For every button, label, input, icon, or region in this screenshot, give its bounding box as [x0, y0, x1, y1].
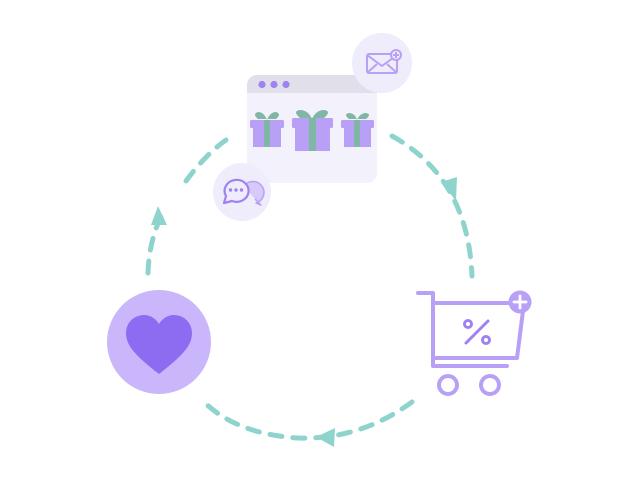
cycle-arrow-icon [441, 177, 457, 201]
cycle-arrows [151, 177, 457, 447]
heart-icon [126, 315, 192, 374]
cycle-segment-heart-to-chat [145, 205, 168, 276]
cycle-segment-cart-to-heart [200, 398, 415, 441]
browser-window-icon [247, 75, 377, 183]
chat-bubbles-icon [222, 178, 265, 206]
plus-badge-icon [508, 290, 532, 314]
cycle-arrow-icon [316, 428, 335, 447]
cycle-arrow-icon [151, 206, 167, 225]
percent-icon [463, 319, 491, 345]
email-badge [352, 33, 412, 93]
heart-badge [107, 290, 211, 394]
cycle-segment-chat-to-window [183, 137, 229, 184]
gift-icon [250, 112, 284, 147]
cycle-segment-window-to-cart [389, 133, 475, 279]
gift-icon [292, 110, 333, 151]
gift-icon [341, 113, 374, 147]
email-add-icon [366, 49, 402, 74]
shopping-cart-icon [416, 291, 526, 396]
chat-badge [213, 163, 271, 221]
